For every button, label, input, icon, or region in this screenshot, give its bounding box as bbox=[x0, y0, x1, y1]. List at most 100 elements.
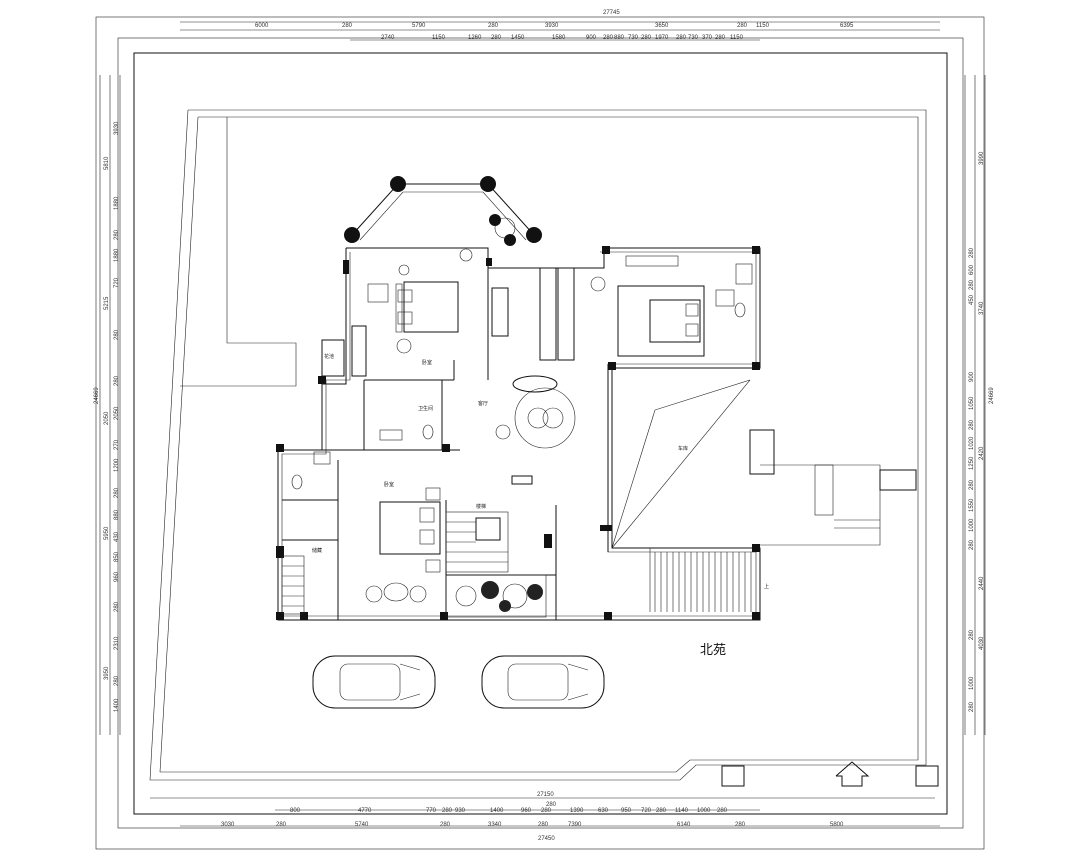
top-dim-r2-15: 280 bbox=[715, 35, 726, 41]
right-inner-6: 280 bbox=[969, 419, 975, 430]
right-outer-2: 2420 bbox=[979, 446, 985, 460]
bottom-r1-3: 280 bbox=[442, 808, 453, 814]
top-dim-r1-5: 3650 bbox=[655, 23, 669, 29]
left-inner-8: 270 bbox=[114, 439, 120, 450]
left-inner-13: 850 bbox=[114, 551, 120, 562]
bottom-r2-3: 280 bbox=[440, 822, 451, 828]
left-inner-6: 280 bbox=[114, 375, 120, 386]
bottom-r2-6: 7390 bbox=[568, 822, 582, 828]
bay-window bbox=[344, 176, 542, 246]
top-dim-r2-10: 280 bbox=[641, 35, 652, 41]
right-inner-4: 900 bbox=[969, 371, 975, 382]
right-outer-3: 2440 bbox=[979, 576, 985, 590]
right-inner-13: 280 bbox=[969, 629, 975, 640]
bedroom-nw-label: 卧室 bbox=[422, 359, 432, 366]
garage: 车库 上 bbox=[611, 379, 775, 612]
bottom-r2-7: 6140 bbox=[677, 822, 691, 828]
bottom-r1-5: 1400 bbox=[490, 808, 504, 814]
top-dim-r2-13: 730 bbox=[688, 35, 699, 41]
left-dimension-lines: 24669 5810 5215 2050 5950 3950 3930 1880… bbox=[94, 75, 121, 735]
car-left bbox=[312, 655, 436, 709]
left-inner-11: 880 bbox=[114, 509, 120, 520]
top-dim-r1-7: 1150 bbox=[756, 23, 770, 29]
top-dim-r1-6: 280 bbox=[737, 23, 748, 29]
top-dim-r1-4: 3930 bbox=[545, 23, 559, 29]
bottom-r1-13: 1140 bbox=[675, 808, 689, 814]
right-inner-2: 280 bbox=[969, 279, 975, 290]
top-dim-r1-8: 6395 bbox=[840, 23, 854, 29]
right-inner-9: 280 bbox=[969, 479, 975, 490]
bottom-r2-1: 280 bbox=[276, 822, 287, 828]
right-outer-4: 4030 bbox=[979, 636, 985, 650]
bedroom-ne-furniture bbox=[590, 255, 753, 357]
bottom-r1-14: 1000 bbox=[697, 808, 711, 814]
right-inner-0: 280 bbox=[969, 247, 975, 258]
up-arrow-label: 上 bbox=[764, 583, 769, 590]
top-dim-r1-0: 6000 bbox=[255, 23, 269, 29]
top-dim-r2-8: 880 bbox=[614, 35, 625, 41]
left-inner-12: 430 bbox=[114, 531, 120, 542]
car-right bbox=[481, 655, 605, 709]
bottom-markers bbox=[721, 761, 939, 787]
bottom-r2-0: 3030 bbox=[221, 822, 235, 828]
garage-label: 车库 bbox=[678, 445, 688, 452]
top-dim-r2-9: 730 bbox=[628, 35, 639, 41]
bottom-dimension-lines: 27150 280 27450 800 4770 770 280 930 140… bbox=[150, 792, 940, 842]
bottom-r1-1: 4770 bbox=[358, 808, 372, 814]
right-inner-11: 1000 bbox=[969, 518, 975, 532]
bottom-r1-15: 280 bbox=[717, 808, 728, 814]
bottom-r1-11: 720 bbox=[641, 808, 652, 814]
top-dim-r2-3: 280 bbox=[491, 35, 502, 41]
left-inner-14: 960 bbox=[114, 571, 120, 582]
top-dim-r2-5: 1580 bbox=[552, 35, 566, 41]
left-inner-3: 1880 bbox=[114, 248, 120, 262]
north-area-label: 北苑 bbox=[700, 643, 726, 658]
bottom-r1-6: 960 bbox=[521, 808, 532, 814]
left-outer-3: 5950 bbox=[104, 526, 110, 540]
left-inner-7: 2050 bbox=[114, 406, 120, 420]
top-dim-r2-2: 1260 bbox=[468, 35, 482, 41]
top-dim-r2-1: 1150 bbox=[432, 35, 446, 41]
left-outer-4: 3950 bbox=[104, 666, 110, 680]
bottom-r1-9: 630 bbox=[598, 808, 609, 814]
bottom-total-inner: 27150 bbox=[537, 792, 554, 798]
right-inner-10: 1550 bbox=[969, 498, 975, 512]
bottom-r2-9: 5800 bbox=[830, 822, 844, 828]
bottom-total-outer: 27450 bbox=[538, 836, 555, 842]
top-dim-r2-7: 280 bbox=[603, 35, 614, 41]
garage-ramp bbox=[649, 548, 752, 612]
garden-bed bbox=[445, 574, 547, 618]
top-dim-r2-16: 1150 bbox=[730, 35, 744, 41]
right-inner-14: 1000 bbox=[969, 676, 975, 690]
top-total-dim: 27745 bbox=[603, 10, 620, 16]
bedroom-sw-furniture: 卧室 bbox=[365, 481, 441, 603]
bottom-mid: 280 bbox=[546, 802, 557, 808]
bottom-r1-12: 280 bbox=[656, 808, 667, 814]
bedroom-sw-label: 卧室 bbox=[384, 481, 394, 488]
left-inner-18: 1400 bbox=[114, 698, 120, 712]
right-inner-7: 1020 bbox=[969, 436, 975, 450]
left-total: 24669 bbox=[94, 387, 100, 404]
bottom-r1-2: 770 bbox=[426, 808, 437, 814]
top-dim-r1-2: 5790 bbox=[412, 23, 426, 29]
bottom-r1-7: 280 bbox=[541, 808, 552, 814]
right-inner-3: 450 bbox=[969, 294, 975, 305]
right-dimension-lines: 24669 3990 3740 2420 2440 4030 280 600 2… bbox=[964, 75, 995, 735]
left-stair: 储藏 bbox=[281, 547, 322, 615]
left-inner-2: 280 bbox=[114, 229, 120, 240]
bottom-r2-5: 280 bbox=[538, 822, 549, 828]
right-inner-15: 280 bbox=[969, 701, 975, 712]
site-boundary bbox=[95, 16, 985, 850]
flower-bed: 花池 bbox=[321, 339, 345, 377]
right-inner-12: 280 bbox=[969, 539, 975, 550]
left-inner-0: 3930 bbox=[114, 121, 120, 135]
living-label: 客厅 bbox=[478, 400, 488, 407]
top-dim-r2-12: 280 bbox=[676, 35, 687, 41]
top-dim-r2-14: 370 bbox=[702, 35, 713, 41]
living-room: 客厅 bbox=[478, 375, 576, 485]
stairs-label: 楼梯 bbox=[476, 503, 486, 510]
top-dim-r2-0: 2740 bbox=[381, 35, 395, 41]
east-terrace bbox=[760, 464, 917, 546]
left-inner-15: 280 bbox=[114, 601, 120, 612]
bottom-r1-10: 950 bbox=[621, 808, 632, 814]
